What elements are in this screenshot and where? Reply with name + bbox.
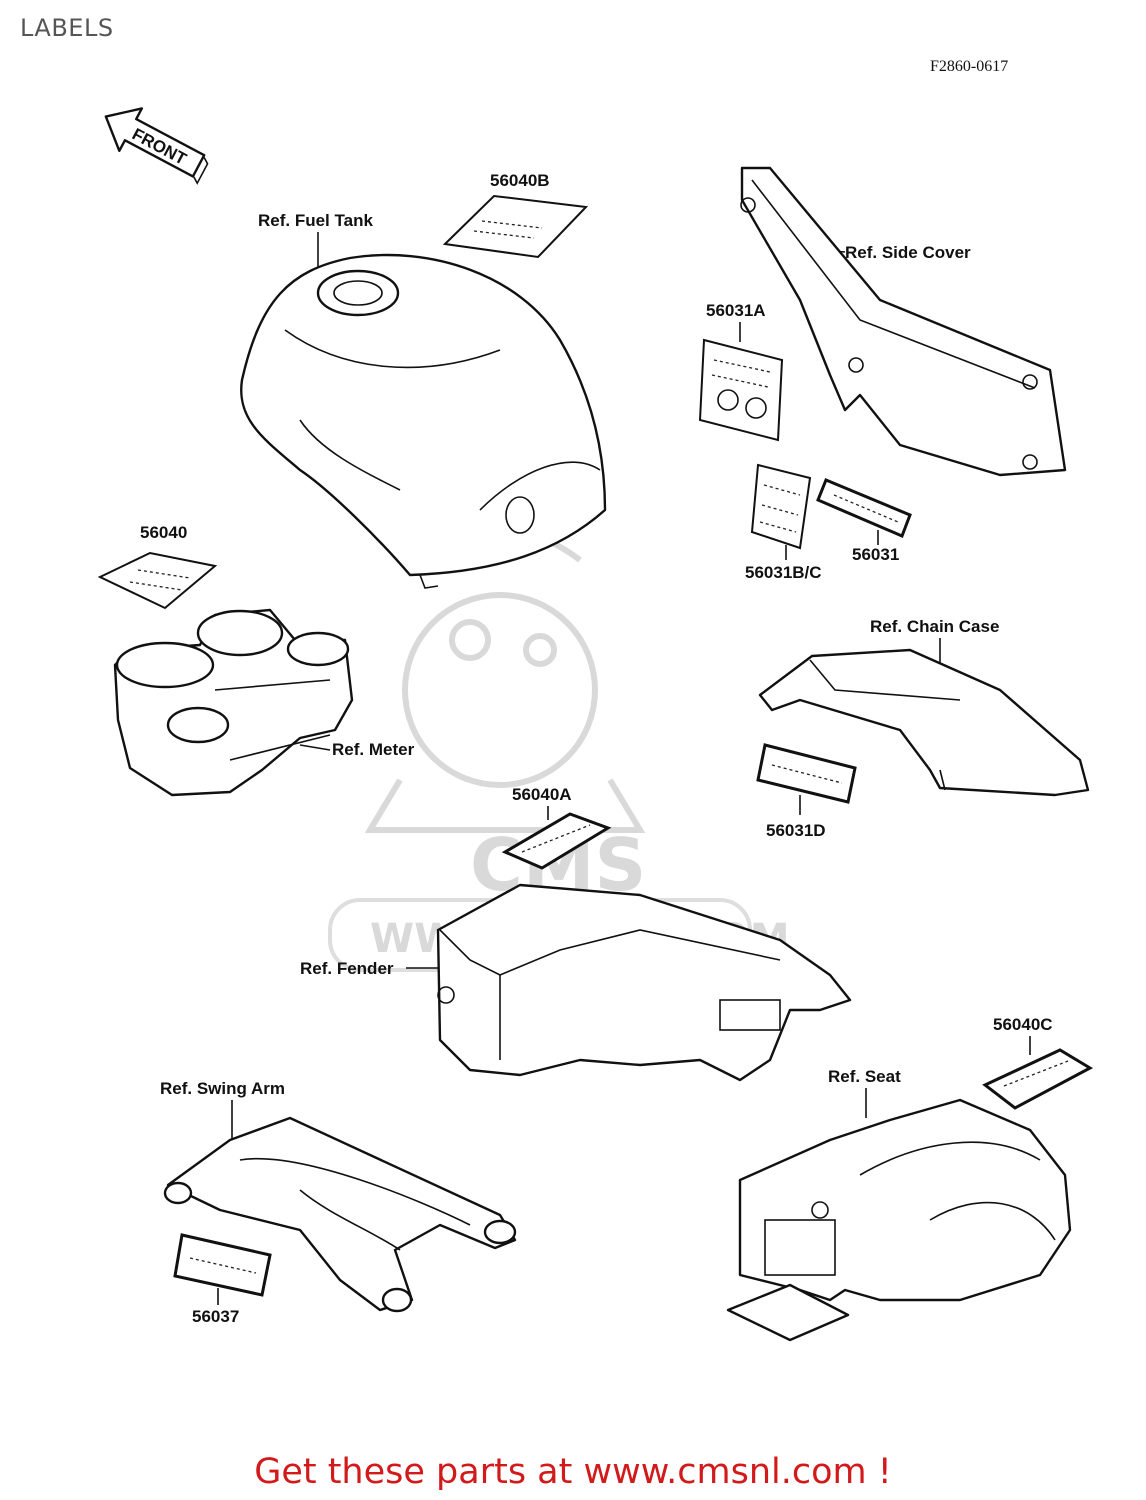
side-cover <box>740 166 1067 477</box>
front-arrow: FRONT <box>104 107 209 185</box>
rear-fender <box>436 883 852 1082</box>
footer-banner[interactable]: Get these parts at www.cmsnl.com ! <box>254 1452 892 1492</box>
label-56040c: 56040C <box>993 1015 1053 1034</box>
label-56040: 56040 <box>140 523 187 542</box>
label-ref-side-cover: Ref. Side Cover <box>845 243 971 262</box>
label-56031a: 56031A <box>706 301 766 320</box>
sticker-56040c <box>982 1048 1094 1110</box>
label-ref-fender: Ref. Fender <box>300 959 394 978</box>
sticker-56040 <box>97 551 218 610</box>
label-56031bc: 56031B/C <box>745 563 822 582</box>
swing-arm <box>163 1116 517 1313</box>
label-56031d: 56031D <box>766 821 826 840</box>
figure-code: F2860-0617 <box>930 58 1009 75</box>
label-ref-chain-case: Ref. Chain Case <box>870 617 999 636</box>
label-ref-meter: Ref. Meter <box>332 740 415 759</box>
label-56040a: 56040A <box>512 785 572 804</box>
sticker-56037 <box>173 1233 272 1297</box>
label-56031: 56031 <box>852 545 899 564</box>
label-ref-fuel-tank: Ref. Fuel Tank <box>258 211 373 230</box>
sticker-56031 <box>816 478 912 538</box>
label-ref-seat: Ref. Seat <box>828 1067 901 1086</box>
sticker-56040a <box>501 812 612 870</box>
meter-cluster <box>113 608 354 797</box>
sticker-56040b <box>442 194 589 259</box>
sticker-56031a <box>698 338 784 442</box>
label-56037: 56037 <box>192 1307 239 1326</box>
seat-tail <box>726 1098 1072 1342</box>
sticker-56031bc <box>750 463 812 550</box>
leader-meter <box>299 744 331 751</box>
label-ref-swing-arm: Ref. Swing Arm <box>160 1079 285 1098</box>
fuel-tank <box>240 253 607 589</box>
label-56040b: 56040B <box>490 171 550 190</box>
page-title: LABELS <box>20 14 114 42</box>
chain-case <box>758 648 1090 797</box>
sticker-56031d <box>756 743 857 804</box>
